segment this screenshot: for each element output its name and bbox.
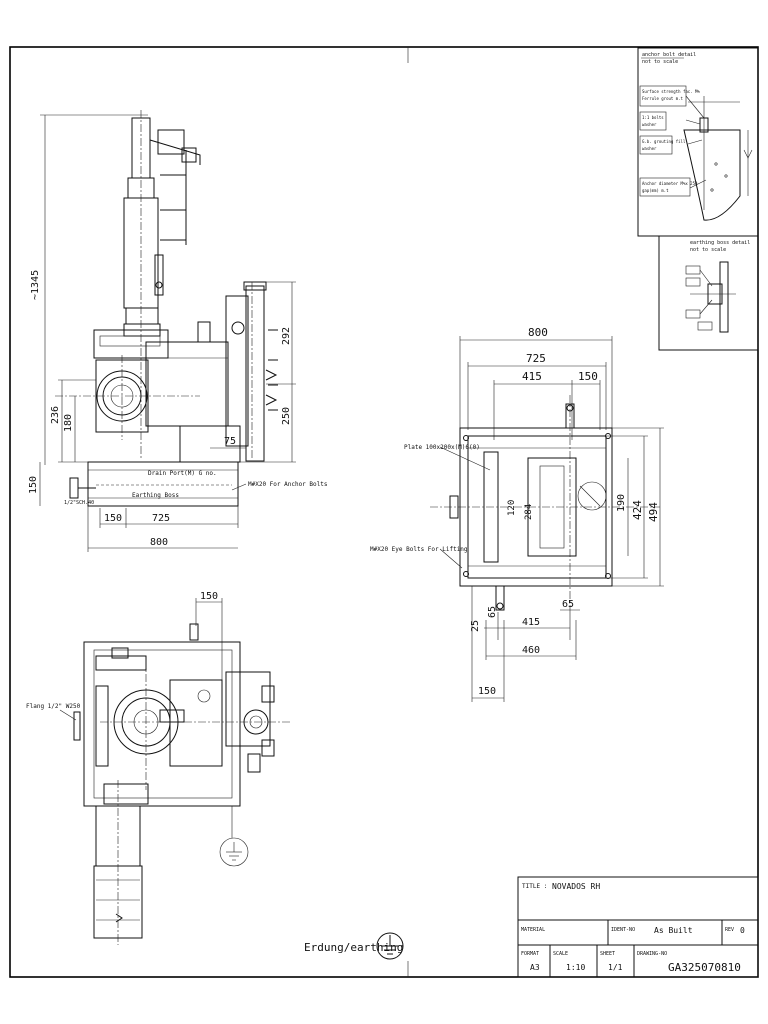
anchor-detail-title: anchor bolt detail xyxy=(642,52,696,58)
dim-120: 120 xyxy=(507,500,517,516)
anchor-note-3b: washer xyxy=(642,146,657,151)
base-top-view: 800 725 415 150 xyxy=(370,326,664,702)
anchor-detail-subtitle: not to scale xyxy=(642,59,678,65)
drain-note: Drain Port(M) G no. xyxy=(148,470,217,477)
earthing-boss-note: Earthing Boss xyxy=(132,492,179,499)
flange-note: Flang 1/2" W250 xyxy=(26,703,81,710)
dim-494: 494 xyxy=(647,502,660,522)
sheet-value: 1/1 xyxy=(608,963,623,972)
dim-800-side: 800 xyxy=(150,537,168,548)
anchor-note-4: Anchor diameter M%x 250 xyxy=(642,181,698,186)
eye-bolt-note: M#X20 Eye Bolts For Lifting xyxy=(370,546,468,553)
dim-65-right: 65 xyxy=(562,599,574,610)
ident-label: IDENT-NO xyxy=(611,927,635,933)
ident-value: As Built xyxy=(654,926,693,935)
earthing-boss-detail: earthing boss detail not to scale xyxy=(658,235,759,351)
side-elevation-view: ~1345 xyxy=(28,110,328,552)
plate-note: Plate 100x200x(M)6(0) xyxy=(404,444,480,451)
anchor-note-3: G.b. grouting fill xyxy=(642,139,686,144)
anchor-note-2: 1:1 bolts xyxy=(642,115,664,120)
dim-150-bottom-top: 150 xyxy=(478,686,496,697)
dim-150-top: 150 xyxy=(578,370,598,383)
dim-725-side: 725 xyxy=(152,513,170,524)
anchor-bolt-detail: anchor bolt detail not to scale Surface … xyxy=(637,47,759,237)
anchor-note-1b: Ferrule grout m.t xyxy=(642,96,684,101)
title-value: NOVADOS RH xyxy=(552,882,600,891)
format-label: FORMAT xyxy=(521,951,539,957)
drawing-number: GA325070810 xyxy=(668,961,741,974)
pump-plan-view: 150 Flang 1/2" W250 xyxy=(26,591,290,945)
anchor-note-4b: gap(mm) m.t xyxy=(642,188,669,193)
dim-284: 284 xyxy=(524,504,534,520)
dim-75: 75 xyxy=(224,436,236,447)
dim-150-plan: 150 xyxy=(200,591,218,602)
anchor-note-2b: washer xyxy=(642,122,657,127)
anchor-bolt-note: M#X20 For Anchor Bolts xyxy=(248,481,328,488)
earthing-detail-subtitle: not to scale xyxy=(690,247,726,253)
earthing-label: Erdung/earthing xyxy=(304,941,403,954)
scale-value: 1:10 xyxy=(566,963,585,972)
dim-25: 25 xyxy=(470,620,481,632)
dim-190: 190 xyxy=(616,494,627,512)
dim-460: 460 xyxy=(522,645,540,656)
sheet-label: SHEET xyxy=(600,951,615,957)
title-block: TITLE : NOVADOS RH MATERIAL IDENT-NO As … xyxy=(517,876,759,978)
format-value: A3 xyxy=(530,963,540,972)
earthing-icon xyxy=(376,932,404,960)
earthing-detail-title: earthing boss detail xyxy=(690,240,750,246)
title-label: TITLE : xyxy=(522,883,547,890)
anchor-note-1: Surface strength fac. M% xyxy=(642,89,700,94)
dim-800-top: 800 xyxy=(528,326,548,339)
dim-236: 236 xyxy=(50,406,61,424)
dim-725-top: 725 xyxy=(526,352,546,365)
rev-label: REV xyxy=(725,927,734,933)
dim-424: 424 xyxy=(631,500,644,520)
dim-415-bottom: 415 xyxy=(522,617,540,628)
dim-415-top: 415 xyxy=(522,370,542,383)
material-label: MATERIAL xyxy=(521,927,545,933)
sheet-border xyxy=(9,46,759,978)
drawing-label: DRAWING-NO xyxy=(637,951,667,957)
dim-65-left: 65 xyxy=(487,606,498,618)
dim-292: 292 xyxy=(281,327,292,345)
rev-value: 0 xyxy=(740,926,745,935)
pipe-note: 1/2"SCH.40 xyxy=(64,500,94,506)
dim-150-bottom-side: 150 xyxy=(104,513,122,524)
dim-total-height: ~1345 xyxy=(30,270,41,300)
dim-150-side: 150 xyxy=(28,476,39,494)
dim-250: 250 xyxy=(281,407,292,425)
dim-180: 180 xyxy=(63,414,74,432)
scale-label: SCALE xyxy=(553,951,568,957)
